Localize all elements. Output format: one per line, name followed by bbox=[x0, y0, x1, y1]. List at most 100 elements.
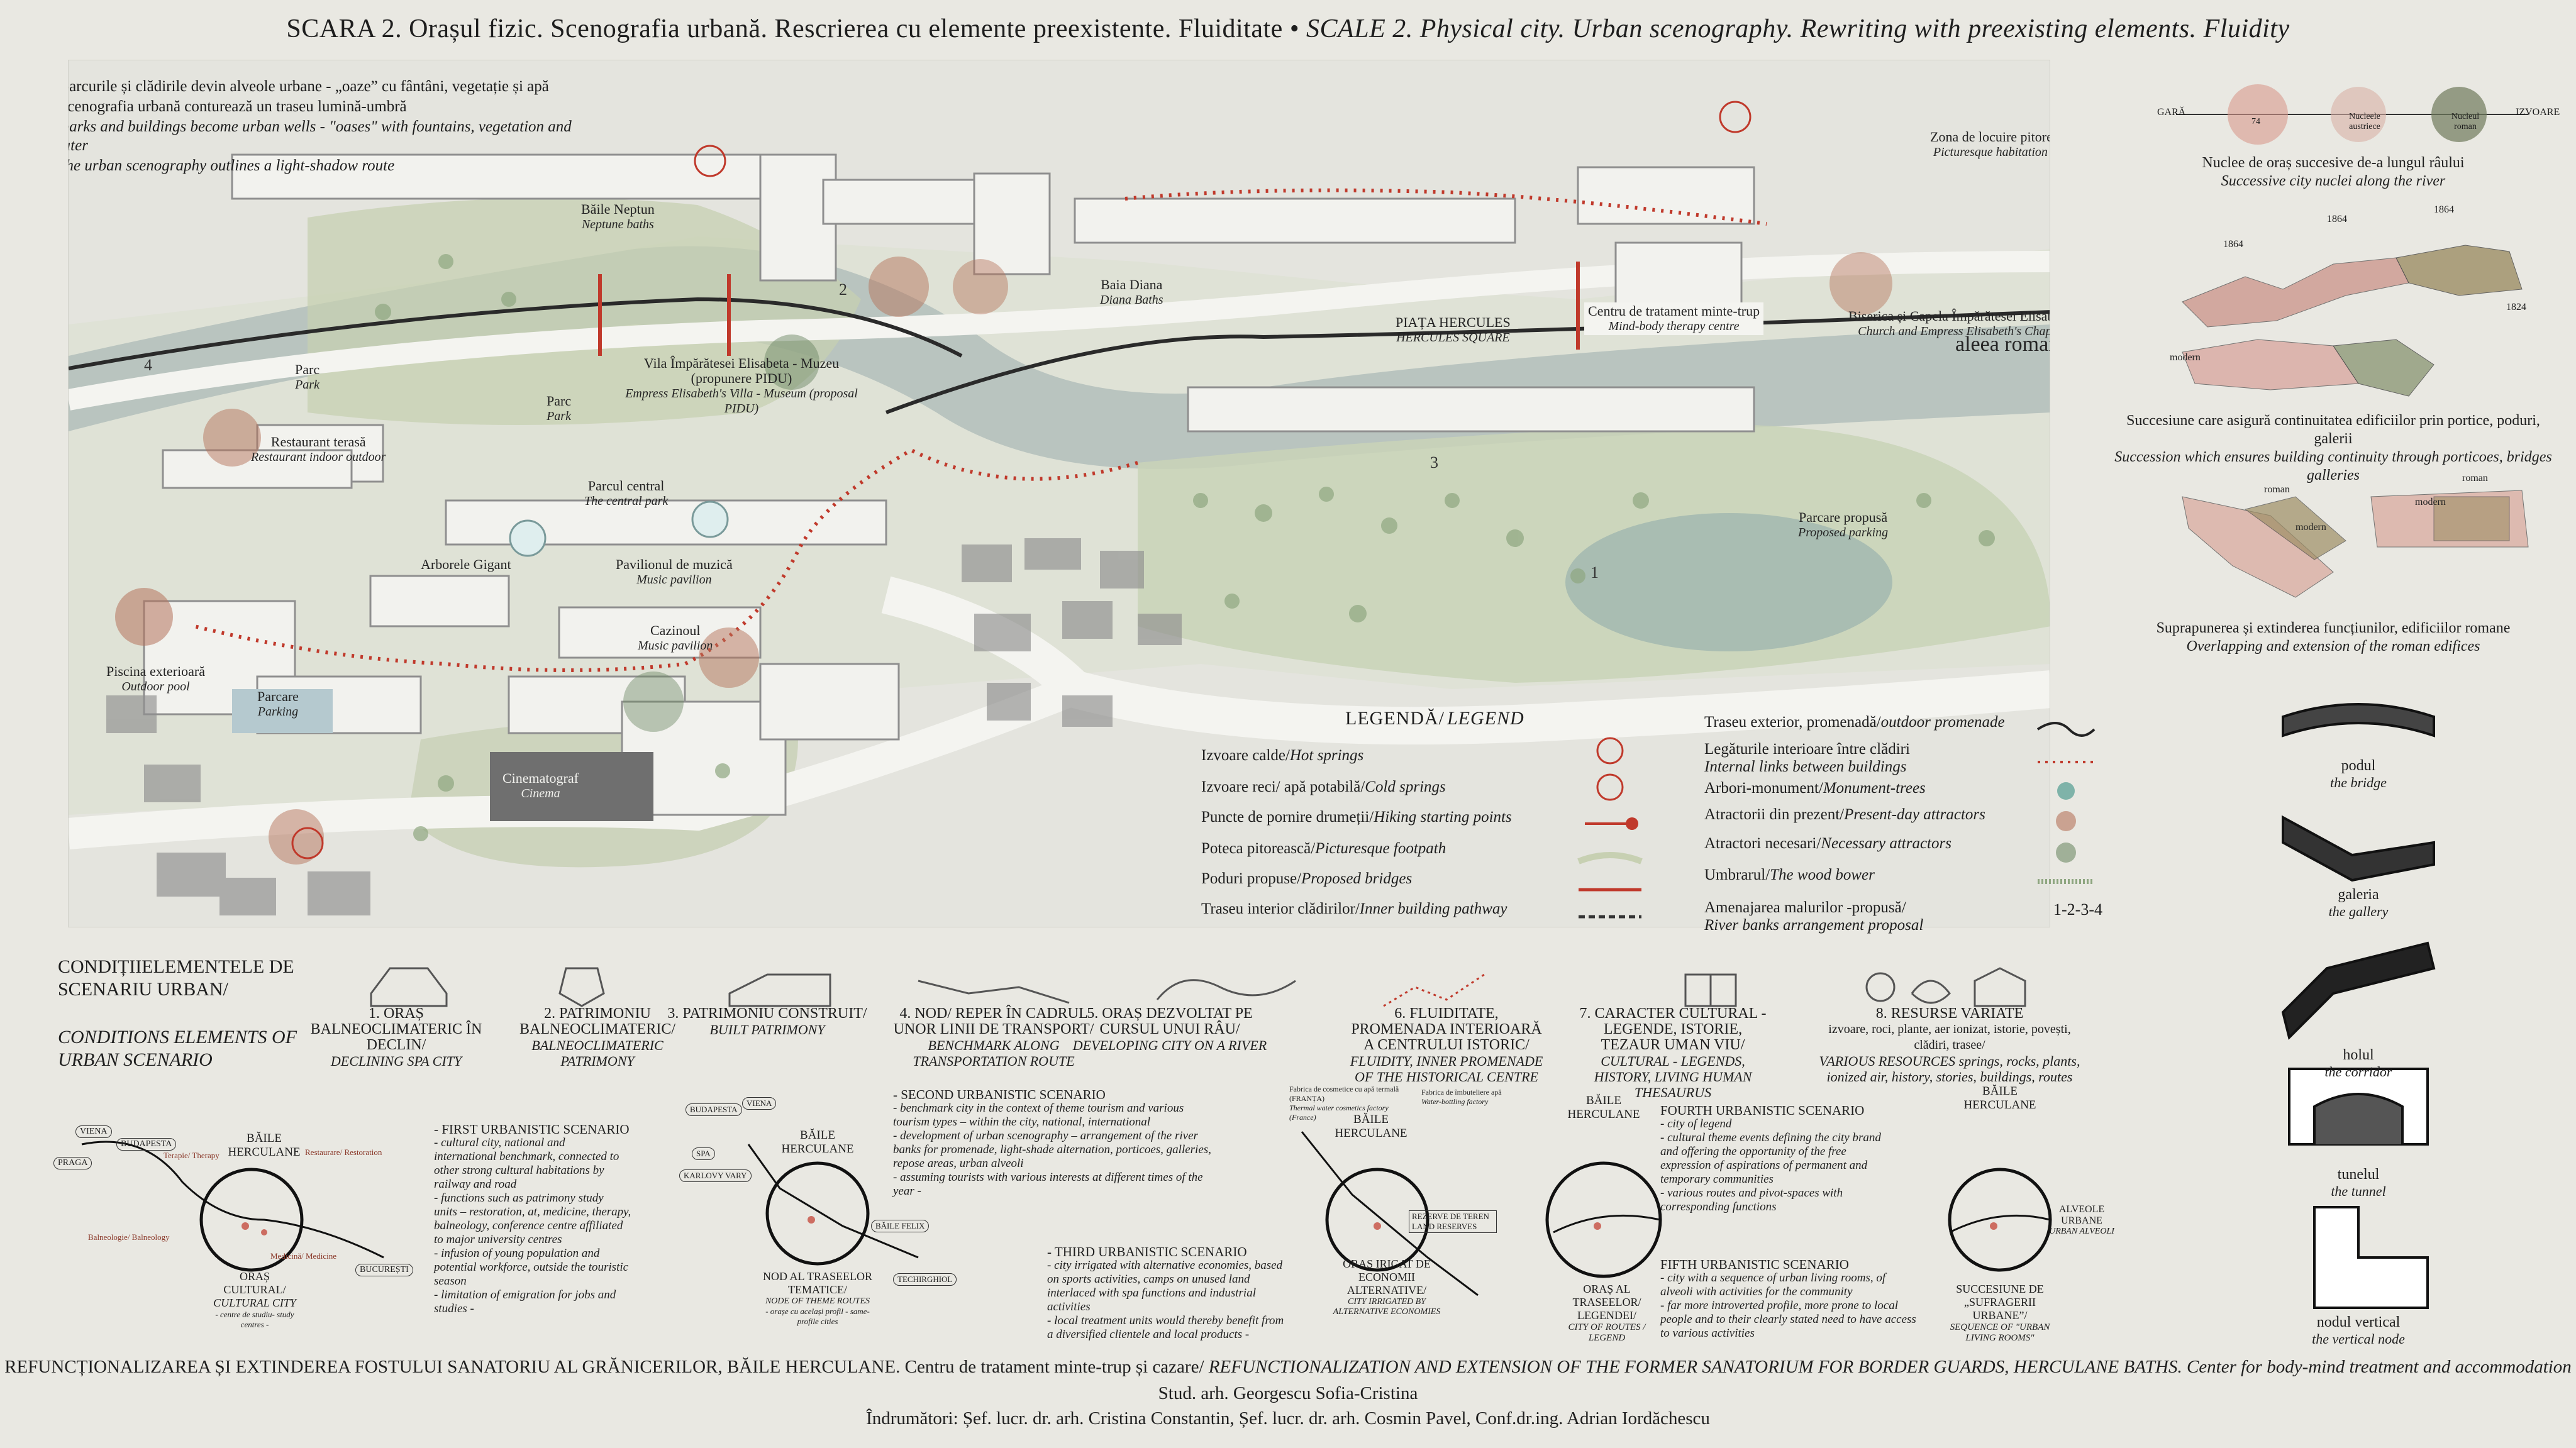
house-icon bbox=[1974, 967, 2026, 1007]
condition-ro: 4. NOD/ REPER ÎN CADRUL UNOR LINII DE TR… bbox=[893, 1005, 1094, 1037]
legend-item-en: Monument-trees bbox=[1823, 780, 1926, 797]
legend-right-item: Arbori-monument/Monument-trees bbox=[1704, 780, 1926, 797]
balneo-patrimony-icon bbox=[558, 967, 605, 1007]
label-text: Parcul central bbox=[587, 478, 665, 494]
existing-grey-buildings bbox=[106, 538, 1182, 915]
scenario-line: activities bbox=[1047, 1300, 1091, 1313]
legend-item-en: Present-day attractors bbox=[1844, 806, 1985, 823]
cinema-building bbox=[490, 752, 653, 821]
legend-item-ro: Izvoare reci/ apă potabilă/ bbox=[1201, 778, 1365, 795]
label-text: Piscina exterioară bbox=[106, 663, 205, 679]
factory-1-en: Thermal water cosmetics factory (France) bbox=[1289, 1103, 1389, 1122]
diagram-1-link bbox=[81, 1141, 384, 1259]
label-text: Zona de locuire pitorească bbox=[1930, 129, 2050, 145]
city-tag: BUDAPESTA bbox=[686, 1103, 742, 1116]
present-attractors bbox=[115, 252, 1892, 865]
scenario-s5: FIFTH URBANISTIC SCENARIO- city with a s… bbox=[1660, 1257, 1916, 1340]
diagram-3-circle bbox=[1325, 1168, 1430, 1272]
scenario-line: season bbox=[434, 1274, 467, 1288]
scenario-line: corresponding functions bbox=[1660, 1200, 1777, 1213]
succession-caption: Succesiune care asigură continuitatea ed… bbox=[2113, 412, 2553, 485]
label-text-en: Park bbox=[295, 378, 319, 392]
diagram-4-center: BĂILE HERCULANE bbox=[1567, 1094, 1640, 1121]
scenario-line: potential workforce, outside the tourist… bbox=[434, 1261, 629, 1274]
scenario-diagrams bbox=[81, 1131, 2052, 1296]
condition-ro: 1. ORAȘ BALNEOCLIMATERIC ÎN DECLIN/ bbox=[310, 1005, 482, 1053]
diagram-5-circle bbox=[1948, 1168, 2052, 1272]
scenario-title: FOURTH URBANISTIC SCENARIO bbox=[1660, 1103, 1865, 1118]
diagram-5-caption-ro: SUCCESIUNE DE „SUFRAGERII URBANE”/ bbox=[1956, 1283, 2044, 1322]
scenario-line: - cultural theme events defining the cit… bbox=[1660, 1131, 1881, 1144]
city-tag: KARLOVY VARY bbox=[679, 1169, 752, 1182]
monument-tree-icon bbox=[2057, 782, 2075, 800]
transport-node-icon bbox=[918, 980, 1070, 1004]
tag-restoration: Restaurare/ Restoration bbox=[305, 1147, 382, 1157]
roman-label-2: roman bbox=[2462, 473, 2488, 484]
condition-item: 2. PATRIMONIU BALNEOCLIMATERIC/BALNEOCLI… bbox=[497, 1006, 698, 1069]
cold-spring-icon bbox=[1596, 773, 1624, 801]
condition-en: FLUIDITY, INNER PROMENADE OF THE HISTORI… bbox=[1350, 1053, 1543, 1085]
scenario-line: tourism types – within the city, nationa… bbox=[893, 1115, 1151, 1129]
condition-item: 4. NOD/ REPER ÎN CADRUL UNOR LINII DE TR… bbox=[893, 1006, 1094, 1069]
diagram-1-caption: ORAȘ CULTURAL/ CULTURAL CITY - centre de… bbox=[208, 1270, 302, 1330]
promenade-icon bbox=[2036, 722, 2096, 737]
declining-spa-icon bbox=[370, 967, 448, 1007]
nuclei-diagram bbox=[2176, 84, 2528, 145]
bank-number-1: 1 bbox=[1591, 563, 1599, 582]
scenario-line: to major university centres bbox=[434, 1233, 562, 1246]
label-text-en: Empress Elisabeth's Villa - Museum (prop… bbox=[625, 387, 858, 416]
label-text: Arborele Gigant bbox=[421, 556, 511, 572]
scenario-line: interlaced with spa functions and indust… bbox=[1047, 1286, 1256, 1300]
diagram-2-link bbox=[747, 1144, 919, 1259]
condition-item: 3. PATRIMONIU CONSTRUIT/BUILT PATRIMONY bbox=[667, 1006, 868, 1038]
label-text-en: Cinema bbox=[521, 787, 560, 800]
modern-label-1: modern bbox=[2170, 352, 2201, 363]
label-text-en: The central park bbox=[584, 494, 669, 508]
conditions-heading: CONDIȚIIELEMENTELE DE SCENARIU URBAN/ CO… bbox=[58, 956, 335, 1071]
condition-item: 5. ORAȘ DEZVOLTAT PE CURSUL UNUI RÂU/DEV… bbox=[1069, 1006, 1270, 1054]
diagram-4-caption: ORAȘ AL TRASEELOR/ LEGENDEI/ CITY OF ROU… bbox=[1553, 1283, 1660, 1344]
succession-sketch bbox=[2182, 245, 2523, 397]
scenario-line: - city irrigated with alternative econom… bbox=[1047, 1259, 1283, 1272]
tag-therapy: Terapie/ Therapy bbox=[164, 1151, 219, 1160]
label-biserica: Biserica și Capela Împărătesei Elisabeta… bbox=[1848, 309, 2050, 339]
scenario-line: - infusion of young population and bbox=[434, 1247, 600, 1260]
page-title: SCARA 2. Orașul fizic. Scenografia urban… bbox=[0, 14, 2576, 44]
intro-en-1: - parks and buildings become urban wells… bbox=[69, 118, 572, 154]
label-text-en: Restaurant indoor outdoor bbox=[251, 450, 386, 464]
land-reserves-tag: REZERVE DE TEREN LAND RESERVES bbox=[1409, 1210, 1497, 1233]
label-text-en: Proposed parking bbox=[1798, 526, 1889, 539]
condition-en: BALNEOCLIMATERIC PATRIMONY bbox=[531, 1037, 663, 1069]
diagram-5-tag: ALVEOLE URBANE URBAN ALVEOLI bbox=[2044, 1204, 2119, 1237]
diagram-3-center: BĂILE HERCULANE bbox=[1335, 1113, 1407, 1140]
vertical-node-sketch bbox=[2313, 1206, 2429, 1309]
intro-ro-2: - scenografia urbană conturează un trase… bbox=[68, 98, 407, 115]
internal-links-path-north bbox=[1124, 188, 1767, 226]
diagram-3-factory-2: Fabrica de îmbuteliere apă Water-bottlin… bbox=[1421, 1088, 1535, 1107]
scenario-line: expression of aspirations of permanent a… bbox=[1660, 1159, 1868, 1172]
site-plan-drawing bbox=[69, 101, 2050, 915]
label-text: Parcare bbox=[257, 688, 299, 704]
label-text-en: Picturesque habitation area bbox=[1933, 145, 2050, 159]
legend-numbers: 1-2-3-4 bbox=[2053, 900, 2102, 919]
diagram-5-caption-en: SEQUENCE OF "URBAN LIVING ROOMS" bbox=[1950, 1322, 2050, 1343]
city-tag: VIENA bbox=[75, 1125, 112, 1138]
legend-right-item: Amenajarea malurilor -propusă/River bank… bbox=[1704, 899, 1923, 934]
factory-1-ro: Fabrica de cosmetice cu apă termală (FRA… bbox=[1289, 1085, 1399, 1103]
scenario-s4: FOURTH URBANISTIC SCENARIO- city of lege… bbox=[1660, 1103, 1881, 1214]
succession-caption-ro: Succesiune care asigură continuitatea ed… bbox=[2126, 412, 2540, 447]
legend-item-ro: Puncte de pornire drumeții/ bbox=[1201, 809, 1374, 826]
modern-label-2: modern bbox=[2296, 522, 2326, 533]
legend-item-en: The wood bower bbox=[1770, 866, 1875, 883]
sketch-caption-ro: holul bbox=[2343, 1047, 2374, 1063]
legend-item-ro: Atractori necesari/ bbox=[1704, 835, 1821, 852]
scenario-line: - cultural city, national and bbox=[434, 1136, 565, 1149]
scenario-s3: - THIRD URBANISTIC SCENARIO- city irriga… bbox=[1047, 1245, 1284, 1342]
city-tag: BUCUREȘTI bbox=[355, 1264, 413, 1276]
